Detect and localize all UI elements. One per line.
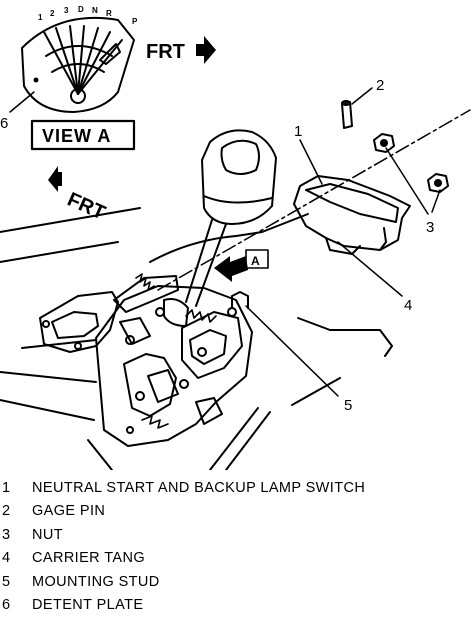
gear-letter-r: R <box>106 9 112 18</box>
legend-number: 5 <box>0 574 32 590</box>
callout-3: 3 <box>426 219 434 236</box>
legend-number: 2 <box>0 503 32 519</box>
legend-text: DETENT PLATE <box>32 597 143 613</box>
gear-letter-3: 3 <box>64 6 69 15</box>
legend-text: MOUNTING STUD <box>32 574 160 590</box>
view-a-arrow-letter: A <box>251 254 260 268</box>
legend-number: 4 <box>0 550 32 566</box>
frt-label-view-a: FRT <box>146 41 185 63</box>
frt-arrow-main <box>48 166 62 192</box>
gear-letter-2: 2 <box>50 9 55 18</box>
legend-text: CARRIER TANG <box>32 550 145 566</box>
legend-number: 3 <box>0 527 32 543</box>
legend-item: 1 NEUTRAL START AND BACKUP LAMP SWITCH <box>0 476 474 500</box>
legend-item: 5 MOUNTING STUD <box>0 570 474 594</box>
shift-knob <box>202 130 276 224</box>
view-a-label: VIEW A <box>42 126 111 146</box>
frt-arrow-view-a <box>196 36 216 64</box>
gear-letter-1: 1 <box>38 13 43 22</box>
legend-item: 4 CARRIER TANG <box>0 547 474 571</box>
callout-4-leader <box>338 242 402 296</box>
legend-item: 2 GAGE PIN <box>0 500 474 524</box>
legend-text: GAGE PIN <box>32 503 105 519</box>
callout-3-leader-b <box>432 190 440 212</box>
legend-number: 1 <box>0 480 32 496</box>
callout-1: 1 <box>294 123 302 140</box>
legend-item: 6 DETENT PLATE <box>0 594 474 617</box>
legend-number: 6 <box>0 597 32 613</box>
legend-item: 3 NUT <box>0 523 474 547</box>
callout-1-leader <box>300 140 322 184</box>
gear-letters: 1 2 3 D N R P <box>38 5 138 26</box>
callout-2-leader <box>352 88 372 104</box>
gear-letter-n: N <box>92 6 98 15</box>
view-a-arrow <box>214 256 248 282</box>
callout-2: 2 <box>376 77 384 94</box>
legend-text: NUT <box>32 527 63 543</box>
neutral-start-switch <box>294 176 410 250</box>
callout-6-leader <box>10 92 34 112</box>
callout-5: 5 <box>344 397 352 414</box>
callout-4: 4 <box>404 297 412 314</box>
gear-letter-d: D <box>78 5 84 14</box>
gear-letter-p: P <box>132 17 138 26</box>
view-a-inset <box>10 18 216 149</box>
parts-legend: 1 NEUTRAL START AND BACKUP LAMP SWITCH 2… <box>0 476 474 617</box>
callout-5-leader <box>246 306 338 396</box>
legend-text: NEUTRAL START AND BACKUP LAMP SWITCH <box>32 480 365 496</box>
shifter-diagram: 1 2 3 D N R P FRT VIEW A FRT A 1 2 3 4 5… <box>0 0 474 470</box>
callout-6: 6 <box>0 115 8 132</box>
